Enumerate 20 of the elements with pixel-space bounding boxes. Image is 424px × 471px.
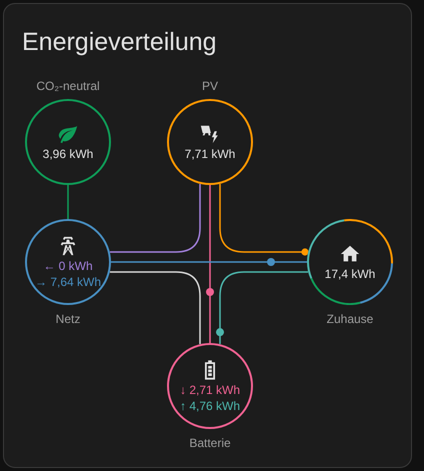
node-label: CO₂-neutral <box>36 78 100 94</box>
flow-line <box>219 271 308 344</box>
energy-value: 17,4 kWh <box>324 266 376 282</box>
energy-value: ↑ 4,76 kWh <box>180 398 240 414</box>
flow-line <box>209 185 211 343</box>
node-label: Zuhause <box>326 311 374 327</box>
card-title: Energieverteilung <box>22 27 217 58</box>
energy-value: 3,96 kWh <box>42 146 94 162</box>
node-label: PV <box>202 78 218 94</box>
flow-line <box>219 184 309 256</box>
energy-value: ↓ 2,71 kWh <box>180 382 240 398</box>
node-label: Batterie <box>189 435 231 451</box>
energy-value: 7,71 kWh <box>184 146 236 162</box>
energy-value: → 7,64 kWh <box>34 274 102 290</box>
flow-line <box>110 184 201 253</box>
node-label: Netz <box>56 311 80 327</box>
flow-line <box>67 185 69 219</box>
energy-value: ← 0 kWh <box>43 258 93 274</box>
flow-line <box>111 261 307 263</box>
flow-line <box>110 271 201 344</box>
